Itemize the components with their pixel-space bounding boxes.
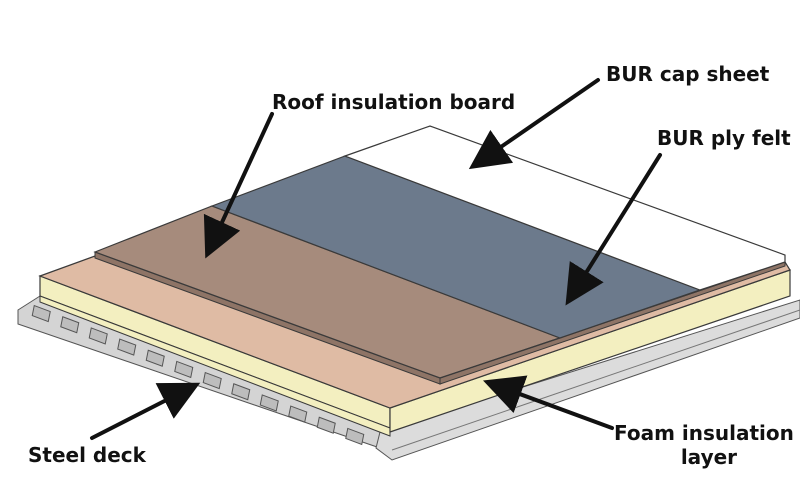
deck-rib (88, 327, 108, 345)
deck-rib (117, 338, 137, 356)
bur-cap-sheet-label: BUR cap sheet (606, 62, 770, 86)
deck-rib (316, 416, 336, 434)
deck-rib (145, 349, 165, 367)
deck-rib (60, 316, 80, 334)
deck-rib (31, 304, 51, 323)
foam-label-line2: layer (680, 445, 738, 469)
roof-insulation-board-label: Roof insulation board (272, 90, 516, 114)
bur-ply-felt-label: BUR ply felt (657, 126, 791, 150)
deck-rib (174, 360, 194, 379)
bur-cap-sheet (343, 125, 786, 291)
arrow-icon (90, 78, 662, 440)
deck-rib (202, 371, 222, 390)
steel-deck (17, 295, 800, 461)
foam-label-line1: Foam insulation (614, 421, 794, 445)
steel-deck-label: Steel deck (28, 443, 146, 467)
deck-rib (231, 383, 251, 401)
foam-insulation-layer-label: Foam insulation layer (614, 421, 794, 469)
deck-rib (288, 405, 308, 423)
deck-rib (259, 394, 279, 412)
deck-rib (345, 427, 365, 446)
